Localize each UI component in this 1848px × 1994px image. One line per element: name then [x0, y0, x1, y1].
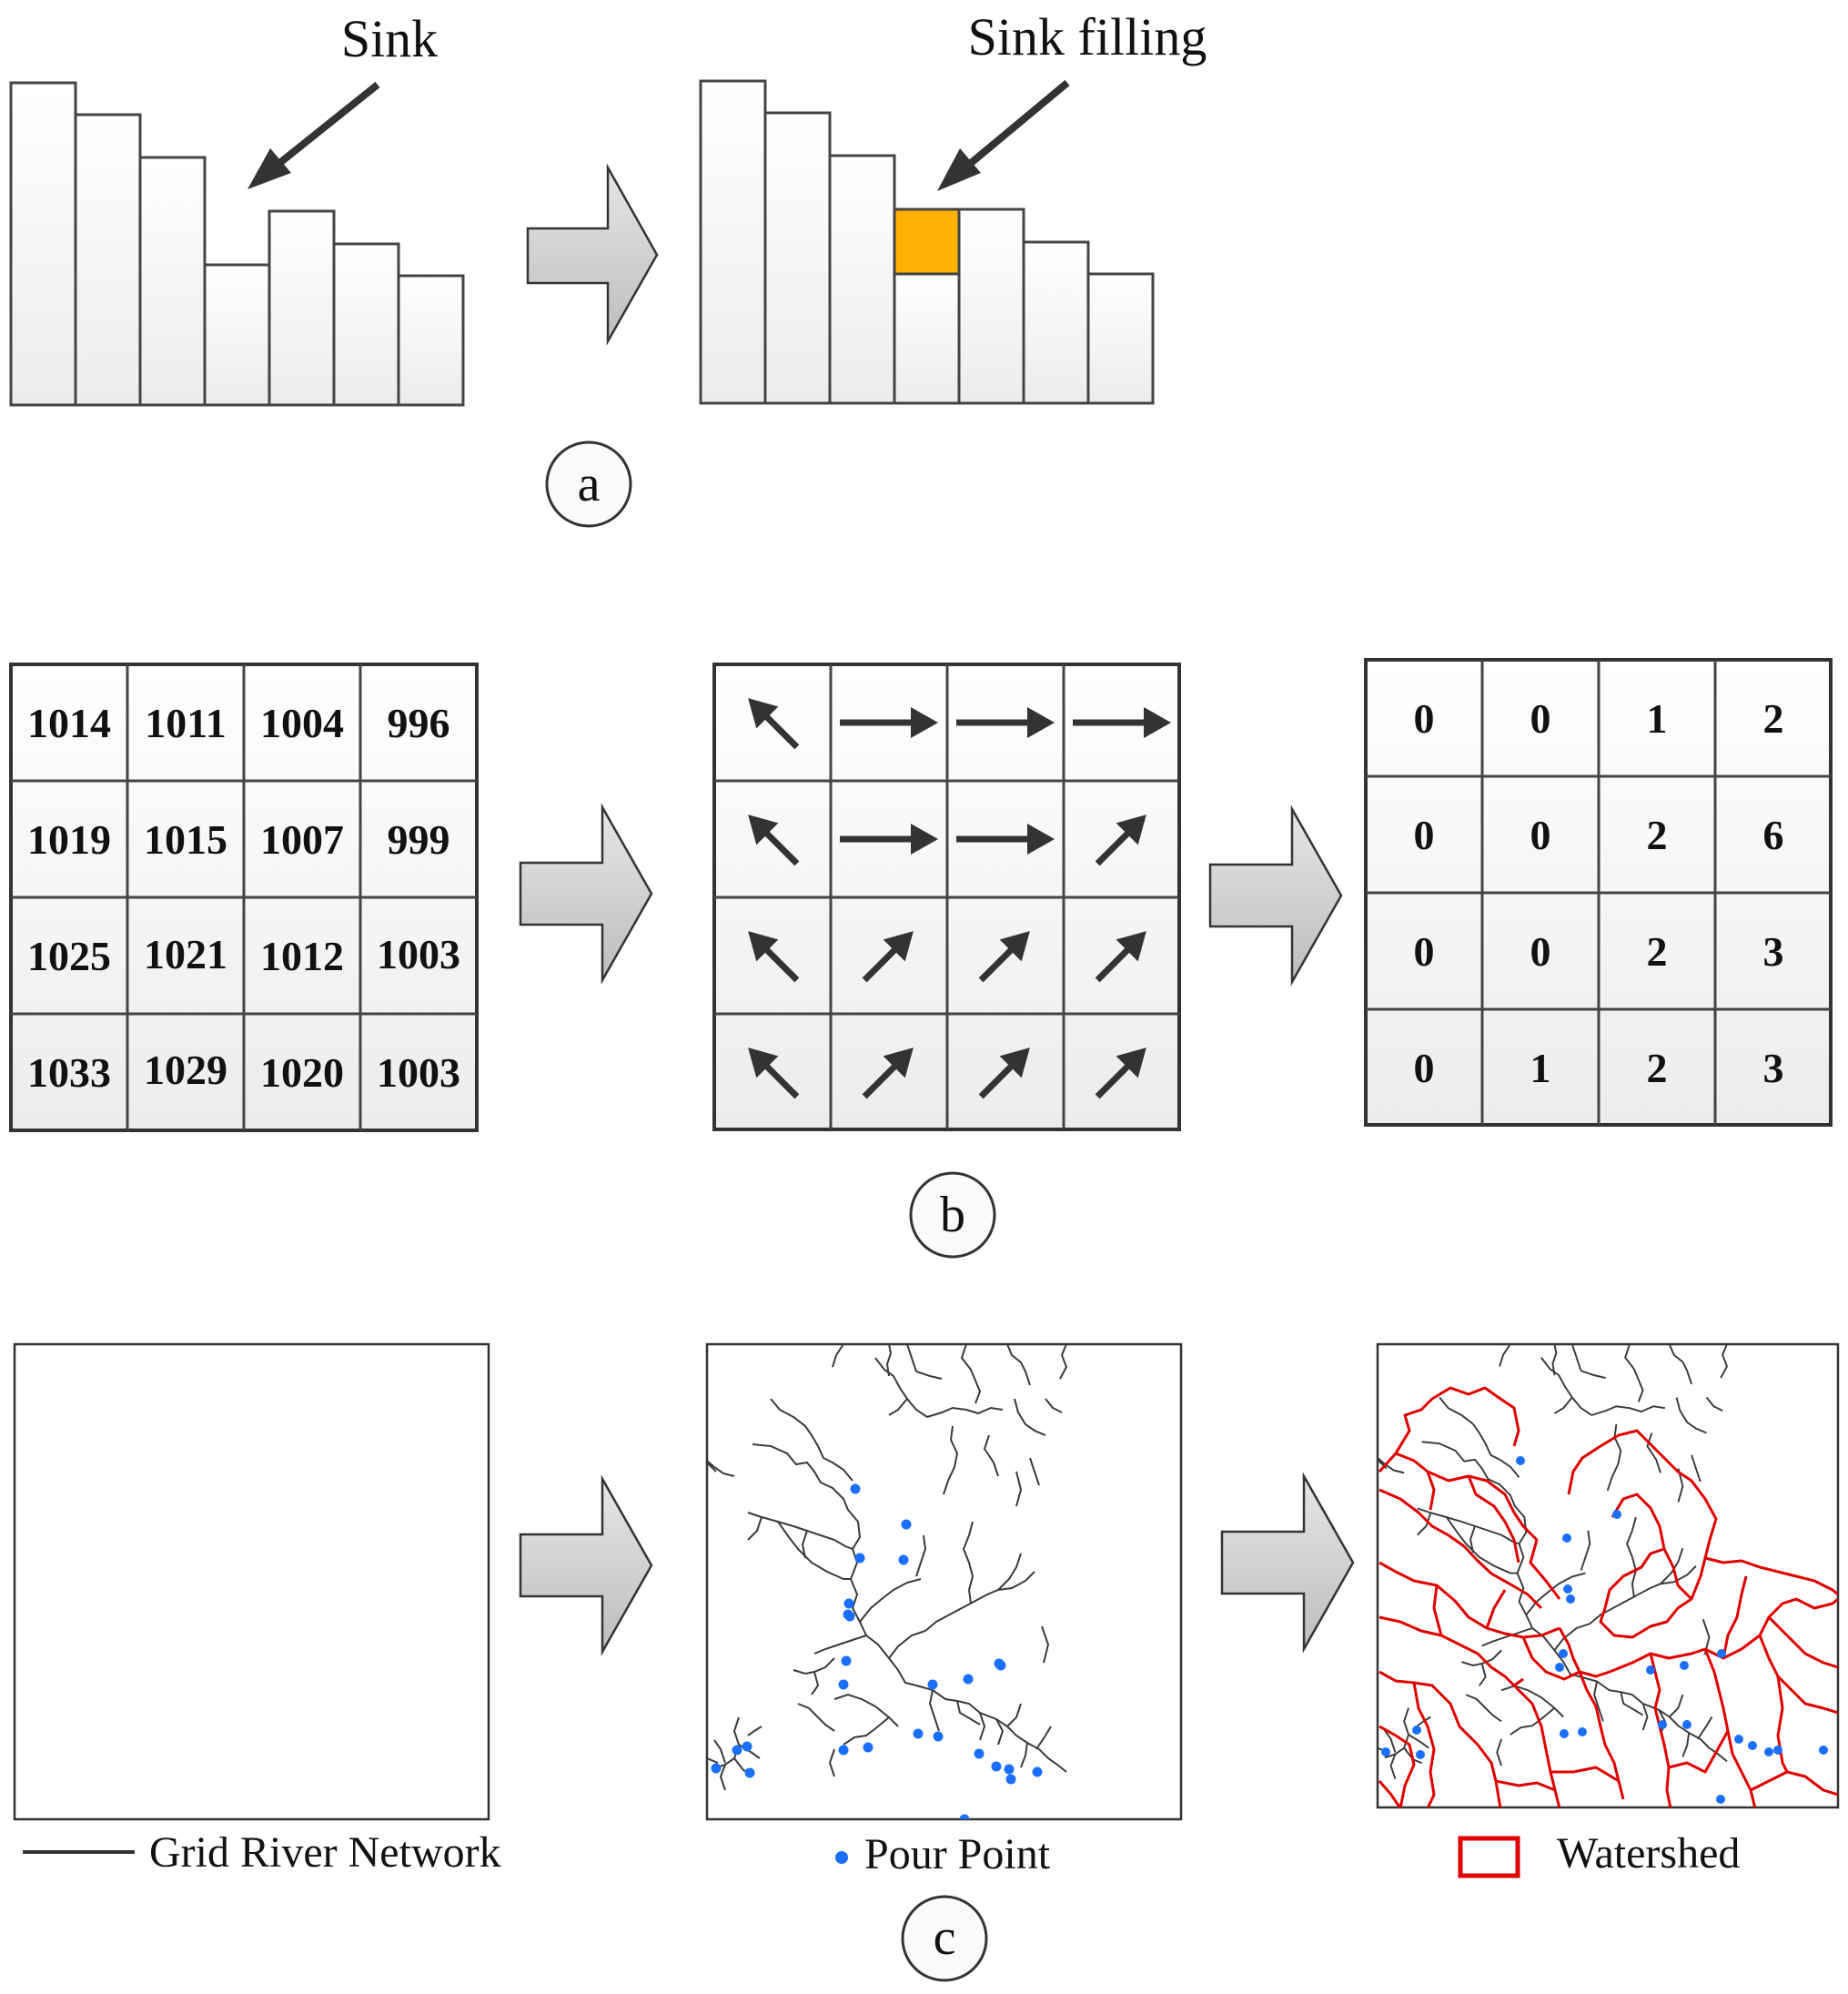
sink-filling-label: Sink filling [968, 7, 1207, 66]
acc-cell: 0 [1414, 695, 1435, 742]
watershed-legend-box [1458, 1836, 1520, 1878]
acc-cell: 0 [1530, 928, 1551, 975]
watershed-boundaries [1378, 1386, 1838, 1807]
watershed-legend-label: Watershed [1557, 1829, 1740, 1878]
acc-cell: 0 [1414, 928, 1435, 975]
flow-arrow-e [840, 707, 938, 738]
transition-arrow-b2 [1208, 805, 1343, 987]
panel-b: 1014 1011 1004 996 1019 1015 1007 999 10… [9, 658, 1833, 1259]
flow-arrow-nw [748, 931, 800, 983]
filled-sink-cell [893, 207, 961, 276]
acc-cell: 2 [1647, 812, 1668, 858]
acc-cell: 3 [1763, 1045, 1784, 1091]
flow-arrow-nw [748, 815, 800, 866]
direction-arrows [748, 698, 1171, 1099]
flow-arrow-nw [748, 698, 800, 750]
acc-cell: 3 [1763, 928, 1784, 975]
flow-arrow-ne [978, 931, 1030, 983]
flow-arrow-e [956, 824, 1055, 855]
elev-cell: 1007 [260, 816, 344, 863]
flow-arrow-e [840, 824, 938, 855]
elev-cell: 1012 [260, 933, 344, 979]
elev-cell: 1003 [377, 1049, 460, 1096]
flow-arrow-ne [1095, 815, 1146, 866]
elev-cell: 1004 [260, 700, 344, 746]
filling-pointer-arrow [937, 79, 1070, 191]
flow-arrow-ne [862, 1048, 914, 1099]
pour-point-legend-dot [835, 1851, 848, 1864]
svg-text:c: c [934, 1909, 956, 1966]
elev-cell: 1021 [144, 931, 227, 977]
acc-cell: 0 [1414, 1045, 1435, 1091]
panel-c-badge: c [901, 1895, 988, 1982]
elev-cell: 1019 [27, 816, 111, 863]
elev-cell: 1015 [144, 816, 227, 863]
flow-arrow-ne [1095, 1048, 1146, 1099]
panel-b-badge: b [909, 1171, 996, 1259]
pour-points [711, 1483, 1043, 1819]
legend-watershed: Watershed [1458, 1829, 1740, 1878]
acc-cell: 2 [1763, 695, 1784, 742]
elev-cell: 996 [388, 700, 450, 746]
acc-cell: 2 [1647, 1045, 1668, 1091]
acc-cell: 0 [1530, 812, 1551, 858]
flow-arrow-e [956, 707, 1055, 738]
elev-cell: 999 [388, 816, 450, 863]
acc-cell: 2 [1647, 928, 1668, 975]
elevation-bars-after [699, 79, 1155, 405]
transition-arrow-c2 [1220, 1472, 1355, 1654]
transition-arrow-a [526, 163, 659, 346]
watershed-map [1376, 1342, 1840, 1809]
elev-cell: 1025 [27, 933, 111, 979]
elev-cell: 1033 [27, 1049, 111, 1096]
elev-cell: 1029 [144, 1047, 227, 1093]
elev-cell: 1020 [260, 1049, 344, 1096]
panel-a-badge: a [545, 440, 632, 528]
elev-cell: 1003 [377, 931, 460, 977]
panel-a: Sink Sink filling a [9, 7, 1207, 528]
flow-arrow-ne [978, 1048, 1030, 1099]
elevation-bars-before [9, 81, 465, 407]
pour-point-map [705, 1342, 1183, 1821]
svg-text:a: a [578, 456, 601, 512]
transition-arrow-b1 [519, 803, 653, 985]
svg-text:b: b [940, 1187, 965, 1243]
pour-point-legend-label: Pour Point [864, 1830, 1051, 1878]
transition-arrow-c1 [519, 1474, 653, 1656]
acc-cell: 1 [1647, 695, 1668, 742]
flow-arrow-ne [862, 931, 914, 983]
pour-points-3 [1381, 1456, 1828, 1804]
flow-direction-grid [712, 663, 1181, 1131]
elev-cell: 1014 [27, 700, 111, 746]
acc-cell: 0 [1414, 812, 1435, 858]
sink-pointer-arrow [247, 81, 380, 189]
river-network-map [13, 1342, 490, 1821]
acc-cell: 1 [1530, 1045, 1551, 1091]
flow-accumulation-grid: 0 0 1 2 0 0 2 6 0 0 2 3 0 1 2 3 [1364, 658, 1833, 1127]
elevation-grid: 1014 1011 1004 996 1019 1015 1007 999 10… [9, 663, 479, 1132]
sink-label: Sink [341, 9, 438, 68]
elev-cell: 1011 [145, 700, 226, 746]
flow-arrow-e [1073, 707, 1171, 738]
legend-river: Grid River Network [23, 1828, 501, 1877]
flow-arrow-ne [1095, 931, 1146, 983]
panel-c: Grid River Network Pour Point Watershed … [13, 1342, 1840, 1982]
flow-arrow-nw [748, 1048, 800, 1099]
acc-cell: 6 [1763, 812, 1784, 858]
river-legend-label: Grid River Network [149, 1828, 501, 1877]
legend-pour-point: Pour Point [835, 1830, 1051, 1878]
acc-cell: 0 [1530, 695, 1551, 742]
